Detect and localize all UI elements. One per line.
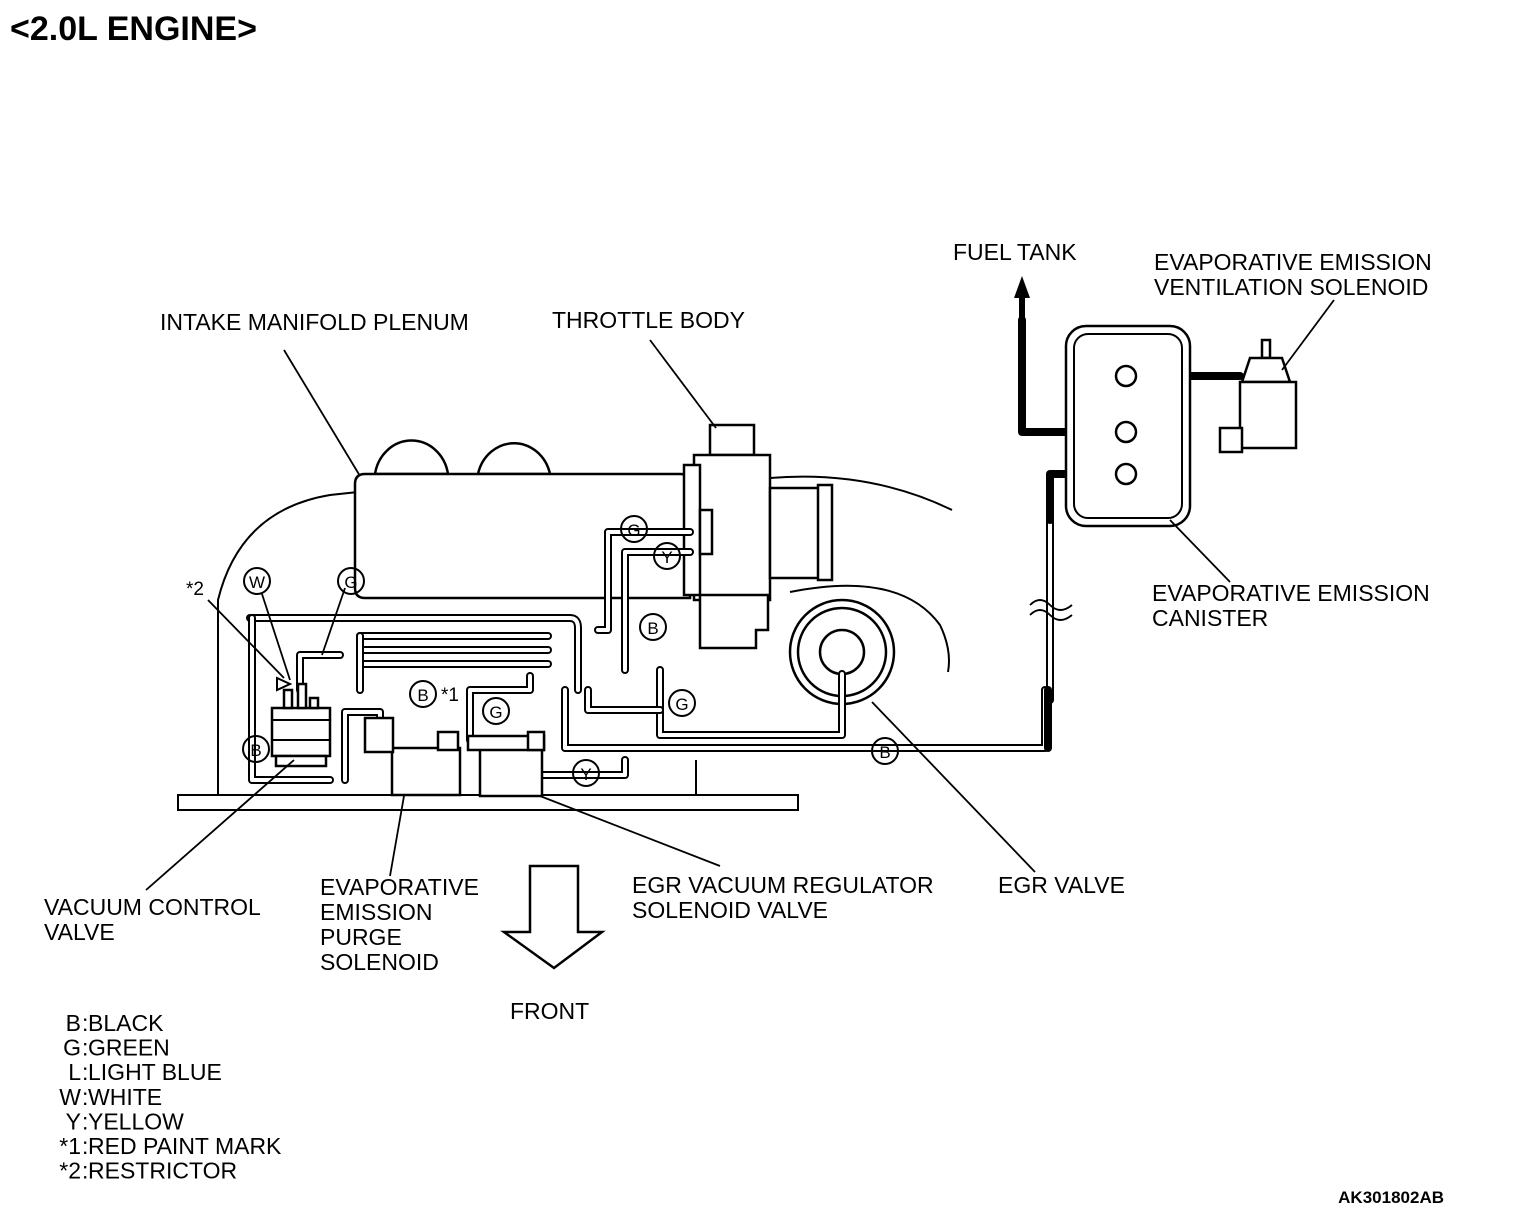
engine-outline — [177, 475, 953, 811]
restrictor-symbol — [276, 676, 293, 692]
label-vacuum-control-valve-1: VACUUM CONTROL — [44, 894, 261, 920]
throttle-body — [682, 423, 834, 650]
hose-tag-yellow-throttle: Y — [653, 542, 681, 570]
svg-text:B: B — [647, 619, 658, 638]
hose-tag-green-plenum: G — [337, 567, 365, 595]
fuel-tank-arrow — [1014, 276, 1030, 320]
svg-text:G: G — [489, 703, 502, 722]
hose-tag-black-red-mark: B — [409, 680, 437, 708]
label-intake-manifold-plenum: INTAKE MANIFOLD PLENUM — [160, 309, 469, 335]
legend-separator: : — [82, 1059, 88, 1085]
label-canister-2: CANISTER — [1152, 605, 1268, 631]
egr-vacuum-regulator-solenoid — [466, 730, 546, 798]
label-fuel-tank: FUEL TANK — [953, 239, 1077, 265]
hose-tag-black-canister: B — [871, 737, 899, 765]
label-throttle-body: THROTTLE BODY — [552, 307, 745, 333]
legend-description: WHITE — [88, 1084, 162, 1110]
legend-description: GREEN — [88, 1035, 170, 1061]
red-paint-mark-label: *1 — [441, 685, 459, 706]
vacuum-control-valve — [270, 682, 332, 768]
hose-tag-green-throttle: G — [620, 515, 648, 543]
svg-text:Y: Y — [580, 765, 591, 784]
ventilation-solenoid — [1218, 338, 1298, 454]
legend-separator: : — [82, 1010, 88, 1036]
svg-text:B: B — [417, 686, 428, 705]
figure-code: AK301802AB — [1338, 1188, 1444, 1207]
label-ventilation-solenoid-1: EVAPORATIVE EMISSION — [1154, 249, 1432, 275]
svg-text:B: B — [879, 743, 890, 762]
legend-description: BLACK — [88, 1010, 164, 1036]
label-egr-regulator-2: SOLENOID VALVE — [632, 897, 828, 923]
evaporative-emission-canister — [1064, 324, 1192, 528]
hose-tag-green-egr: G — [668, 689, 696, 717]
hose-tag-yellow-egr-solenoid: Y — [572, 759, 600, 787]
label-purge-solenoid-3: PURGE — [320, 924, 402, 950]
legend-separator: : — [82, 1035, 88, 1061]
diagram-title: <2.0L ENGINE> — [10, 10, 257, 48]
legend-code: B — [66, 1010, 81, 1036]
label-vacuum-control-valve-2: VALVE — [44, 919, 115, 945]
label-purge-solenoid-1: EVAPORATIVE — [320, 874, 479, 900]
leader-lines — [145, 299, 1335, 891]
component-labels: INTAKE MANIFOLD PLENUM THROTTLE BODY FUE… — [44, 239, 1432, 1024]
legend-code: Y — [66, 1108, 81, 1134]
hose-tag-black-throttle: B — [639, 613, 667, 641]
legend-code: *2 — [59, 1158, 81, 1184]
legend-separator: : — [82, 1158, 88, 1184]
front-arrow — [500, 864, 606, 970]
purge-solenoid — [363, 716, 462, 797]
restrictor-mark-label: *2 — [186, 579, 204, 600]
hose-tag-green-purge: G — [482, 697, 510, 725]
egr-valve — [788, 598, 896, 706]
svg-text:Y: Y — [661, 548, 672, 567]
legend-separator: : — [82, 1084, 88, 1110]
svg-text:G: G — [344, 573, 357, 592]
legend-description: RED PAINT MARK — [88, 1133, 282, 1159]
hose-break-symbol — [1029, 599, 1073, 621]
intake-manifold-plenum — [353, 439, 692, 600]
label-purge-solenoid-4: SOLENOID — [320, 949, 439, 975]
vacuum-hoses — [246, 316, 1244, 784]
svg-text:G: G — [675, 695, 688, 714]
hose-tag-white: W — [243, 567, 271, 595]
svg-text:W: W — [249, 573, 265, 592]
legend-description: YELLOW — [88, 1108, 184, 1134]
label-canister-1: EVAPORATIVE EMISSION — [1152, 580, 1430, 606]
hose-tag-black-vcv: B — [242, 735, 270, 763]
legend-separator: : — [82, 1133, 88, 1159]
label-egr-regulator-1: EGR VACUUM REGULATOR — [632, 872, 934, 898]
legend-description: RESTRICTOR — [88, 1158, 237, 1184]
legend-separator: : — [82, 1108, 88, 1134]
label-purge-solenoid-2: EMISSION — [320, 899, 432, 925]
legend-code: L — [68, 1059, 81, 1085]
legend-description: LIGHT BLUE — [88, 1059, 222, 1085]
legend-code: G — [63, 1035, 81, 1061]
legend-code: *1 — [59, 1133, 81, 1159]
legend-code: W — [59, 1084, 81, 1110]
svg-text:B: B — [250, 741, 261, 760]
label-front: FRONT — [510, 998, 589, 1024]
label-egr-valve: EGR VALVE — [998, 872, 1125, 898]
label-ventilation-solenoid-2: VENTILATION SOLENOID — [1154, 274, 1428, 300]
svg-text:G: G — [627, 521, 640, 540]
